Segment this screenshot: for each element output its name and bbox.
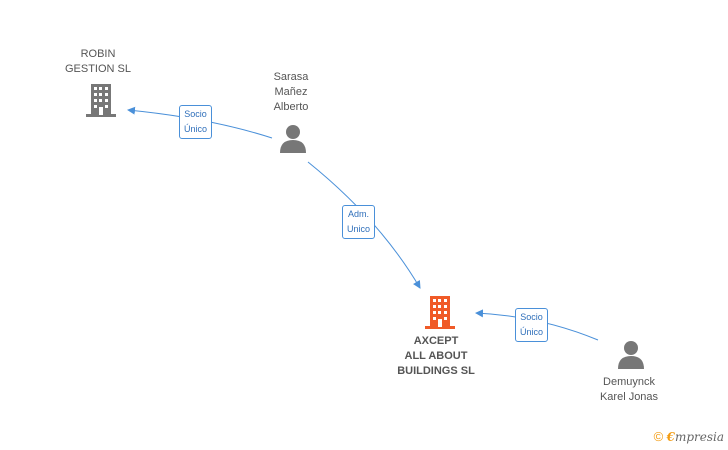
edge-label-line1: Socio — [520, 312, 543, 322]
edge-label-sarasa-robin: Socio Único — [179, 105, 213, 139]
edge-label-line1: Adm. — [348, 209, 370, 219]
building-icon[interactable] — [86, 84, 116, 117]
node-label-robin[interactable]: ROBIN GESTION SL — [64, 48, 132, 75]
edge-label-sarasa-axcept: Adm. Unico — [342, 205, 376, 239]
copyright-symbol: © — [653, 429, 664, 444]
edge-label-line1: Socio — [184, 109, 207, 119]
building-icon[interactable] — [425, 296, 455, 329]
edge-label-line2: Unico — [347, 224, 371, 234]
person-icon[interactable] — [618, 341, 644, 369]
brand-initial: € — [666, 430, 675, 444]
brand-footer: © €mpresia — [654, 429, 724, 444]
brand-logo: €mpresia — [667, 430, 724, 444]
edge-label-line2: Único — [520, 327, 544, 337]
node-label-axcept[interactable]: AXCEPT ALL ABOUT BUILDINGS SL — [397, 335, 475, 377]
edge-label-demuynck-axcept: Socio Único — [515, 308, 549, 342]
brand-name: mpresia — [674, 430, 724, 444]
edge-label-line2: Único — [184, 124, 208, 134]
person-icon[interactable] — [280, 125, 306, 153]
node-label-sarasa[interactable]: Sarasa Mañez Alberto — [273, 71, 309, 113]
node-label-demuynck[interactable]: Demuynck Karel Jonas — [599, 376, 659, 403]
